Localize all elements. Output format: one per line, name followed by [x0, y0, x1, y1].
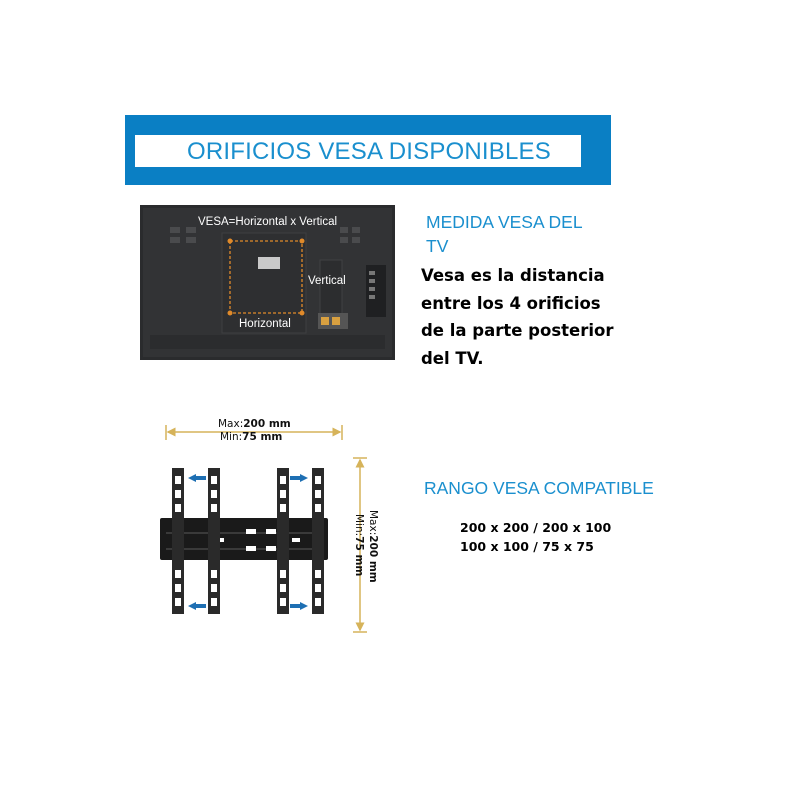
vesa-hole: [299, 310, 305, 316]
vesa-description: Vesa es la distancia entre los 4 orifici…: [421, 262, 631, 372]
vesa-square: [229, 240, 303, 314]
bracket-arm: [312, 468, 324, 614]
tv-ports: [366, 265, 386, 317]
measure-title: MEDIDA VESA DEL TV: [426, 210, 583, 258]
measure-title-line1: MEDIDA VESA DEL: [426, 212, 583, 232]
bracket-arm: [172, 468, 184, 614]
adjust-arrows: [188, 474, 308, 610]
arrow-right-icon: [290, 474, 308, 482]
vesa-formula-label: VESA=Horizontal x Vertical: [198, 216, 337, 228]
title-banner: ORIFICIOS VESA DISPONIBLES: [125, 115, 611, 185]
arrow-left-icon: [188, 474, 206, 482]
arrow-right-icon: [290, 602, 308, 610]
range-line: 200 x 200 / 200 x 100: [460, 520, 612, 535]
tv-label-sticker: [258, 257, 280, 269]
vesa-hole: [227, 238, 233, 244]
vesa-hole: [299, 238, 305, 244]
vertical-min-label: Min:75 mm: [353, 514, 365, 576]
banner-title: ORIFICIOS VESA DISPONIBLES: [187, 138, 551, 165]
range-values: 200 x 200 / 200 x 100 100 x 100 / 75 x 7…: [460, 518, 611, 556]
range-title: RANGO VESA COMPATIBLE: [424, 478, 654, 498]
measure-title-line2: TV: [426, 236, 449, 256]
vertical-label: Vertical: [308, 275, 346, 287]
vertical-max-label: Max:200 mm: [367, 510, 379, 583]
bracket-arm: [277, 468, 289, 614]
bracket-diagram: Max:200 mm Min:75 mm Max:200 mm Min:75 m…: [160, 418, 379, 633]
description-line: del TV.: [421, 348, 484, 368]
tv-center-plate: [221, 232, 307, 334]
title-banner-inner: ORIFICIOS VESA DISPONIBLES: [135, 135, 581, 167]
tv-back-image: VESA=Horizontal x Vertical Vertical Hori…: [140, 205, 395, 360]
range-line: 100 x 100 / 75 x 75: [460, 539, 594, 554]
horizontal-min-label: Min:75 mm: [220, 431, 282, 443]
wall-plate: [160, 518, 328, 560]
horizontal-max-label: Max:200 mm: [218, 418, 291, 430]
description-line: de la parte posterior: [421, 321, 614, 340]
vesa-hole: [227, 310, 233, 316]
bracket-arm: [208, 468, 220, 614]
horizontal-label: Horizontal: [239, 318, 291, 330]
arrow-left-icon: [188, 602, 206, 610]
description-line: Vesa es la distancia: [421, 266, 605, 285]
description-line: entre los 4 orificios: [421, 293, 601, 313]
